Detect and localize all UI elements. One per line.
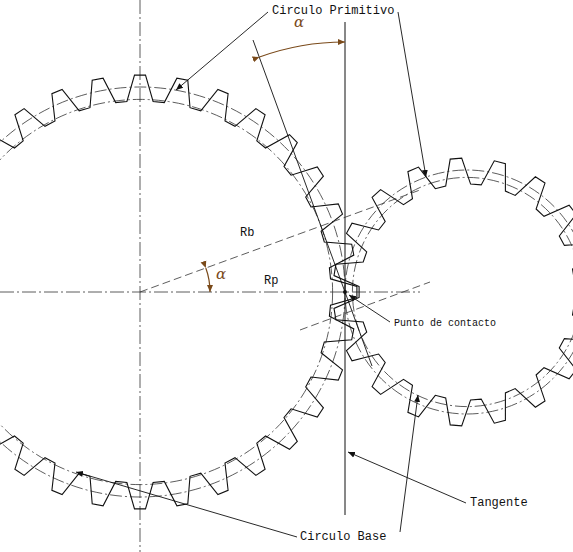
pitch-circle: [0, 87, 345, 497]
action-line: [253, 40, 372, 366]
center-line: [140, 0, 141, 552]
base-radius: [321, 190, 420, 226]
radius-label: Rp: [262, 274, 280, 288]
leader-line: [176, 12, 268, 90]
gear-outline: [334, 158, 573, 426]
leader-line: [76, 472, 297, 537]
leader-line: [398, 12, 426, 177]
base-radius: [140, 226, 321, 292]
callout-label: Circulo Primitivo: [270, 4, 396, 18]
angle-arc: [206, 268, 210, 292]
angle-label: α: [292, 14, 306, 30]
contact-point: [343, 290, 347, 294]
leader-line: [349, 295, 390, 322]
leader-line: [400, 395, 418, 532]
radius-label: Rb: [238, 226, 256, 240]
callout-label: Circulo Base: [298, 530, 388, 544]
pitch-circle: [345, 170, 573, 414]
tangent-line: [345, 22, 346, 515]
gear-outline: [0, 75, 357, 509]
callout-label: Punto de contacto: [392, 318, 498, 330]
callout-label: Tangente: [468, 496, 530, 510]
angle-arc: [260, 42, 346, 57]
angle-label: α: [214, 266, 228, 282]
base-circle: [0, 99, 333, 484]
